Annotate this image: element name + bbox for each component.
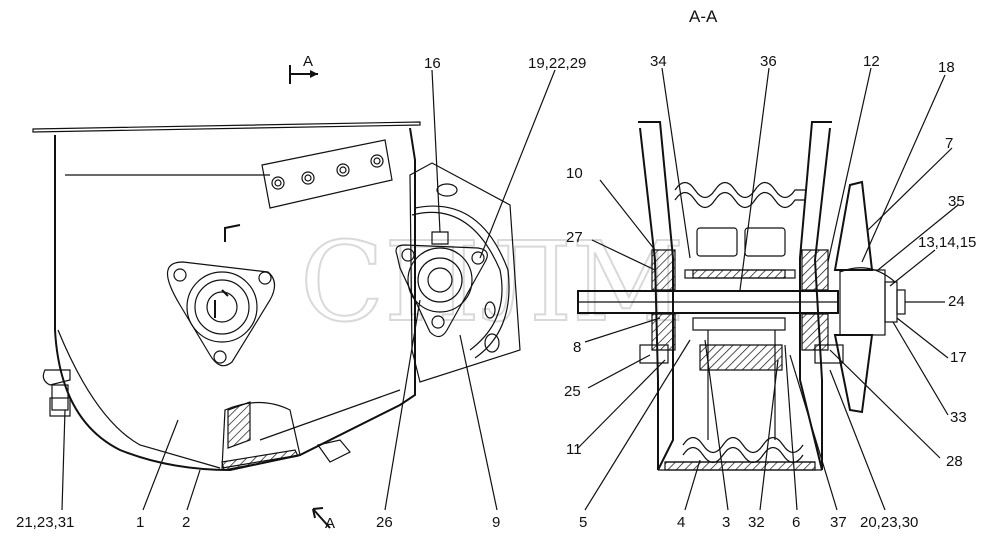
callout-32: 32 <box>748 514 765 531</box>
leaders-left <box>61 69 556 511</box>
section-view <box>577 121 906 471</box>
callout-35: 35 <box>948 193 965 210</box>
section-letter-top: A <box>303 53 313 70</box>
callout-27: 27 <box>566 229 583 246</box>
callout-1: 1 <box>136 514 144 531</box>
leaders-right <box>577 67 959 511</box>
callout-20-23-30: 20,23,30 <box>860 514 918 531</box>
callout-9: 9 <box>492 514 500 531</box>
section-title: A-A <box>689 7 718 26</box>
callout-19-22-29: 19,22,29 <box>528 55 586 72</box>
callout-18: 18 <box>938 59 955 76</box>
callout-17: 17 <box>950 349 967 366</box>
callout-16: 16 <box>424 55 441 72</box>
callout-33: 33 <box>950 409 967 426</box>
callout-12: 12 <box>863 53 880 70</box>
callout-5: 5 <box>579 514 587 531</box>
callout-7: 7 <box>945 135 953 152</box>
callout-36: 36 <box>760 53 777 70</box>
section-letter-bottom: A <box>325 515 335 532</box>
section-mark-bottom: A <box>312 507 335 532</box>
callout-4: 4 <box>677 514 685 531</box>
callout-10: 10 <box>566 165 583 182</box>
callout-13-14-15: 13,14,15 <box>918 234 976 251</box>
callout-21-23-31: 21,23,31 <box>16 514 74 531</box>
side-view <box>32 121 521 472</box>
callout-6: 6 <box>792 514 800 531</box>
callout-26: 26 <box>376 514 393 531</box>
callout-24: 24 <box>948 293 965 310</box>
callout-28: 28 <box>946 453 963 470</box>
callout-2: 2 <box>182 514 190 531</box>
callout-34: 34 <box>650 53 667 70</box>
callout-25: 25 <box>564 383 581 400</box>
callout-11: 11 <box>566 441 582 458</box>
callout-37: 37 <box>830 514 847 531</box>
callout-3: 3 <box>722 514 730 531</box>
callout-8: 8 <box>573 339 581 356</box>
section-mark-top: A <box>289 53 318 84</box>
